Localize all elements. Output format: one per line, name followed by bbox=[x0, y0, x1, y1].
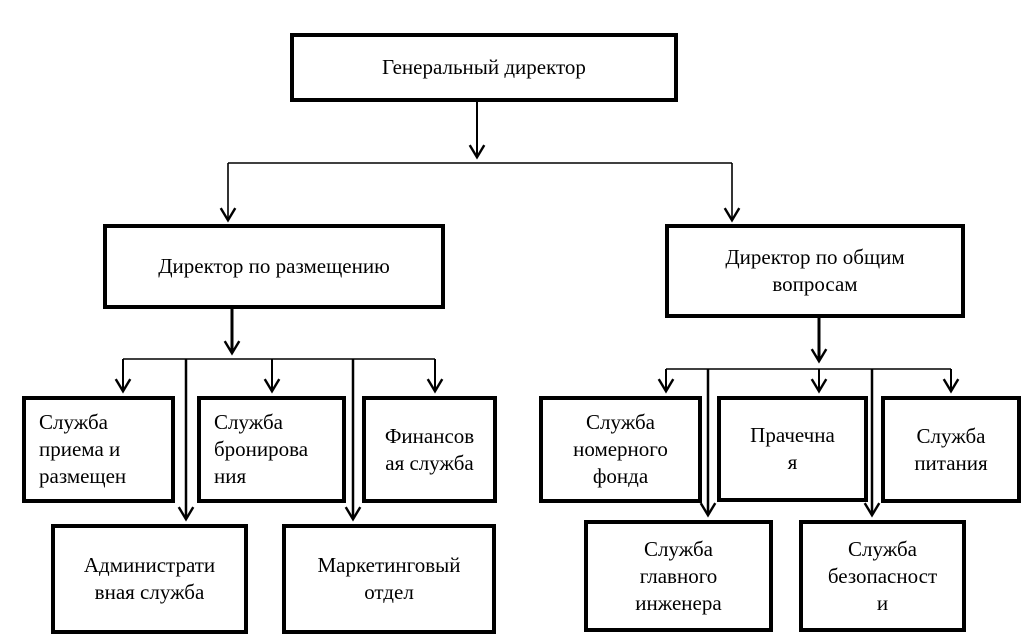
connector-line-group bbox=[114, 102, 960, 522]
org-node-security-service: Служба безопасност и bbox=[799, 520, 966, 632]
org-node-laundry-service: Прачечна я bbox=[717, 396, 868, 502]
org-node-administrative-service: Администрати вная служба bbox=[51, 524, 248, 634]
org-node-chief-engineer-service: Служба главного инженера bbox=[584, 520, 773, 632]
org-node-rooms-service: Служба номерного фонда bbox=[539, 396, 702, 503]
org-node-marketing-department: Маркетинговый отдел bbox=[282, 524, 496, 634]
org-node-finance-service: Финансов ая служба bbox=[362, 396, 497, 503]
org-node-booking-service: Служба бронирова ния bbox=[197, 396, 346, 503]
org-node-general-director: Генеральный директор bbox=[290, 33, 678, 102]
org-node-reception-service: Служба приема и размещен bbox=[22, 396, 175, 503]
org-node-food-service: Служба питания bbox=[881, 396, 1021, 503]
org-node-director-accommodation: Директор по размещению bbox=[103, 224, 445, 309]
org-node-director-general-affairs: Директор по общим вопросам bbox=[665, 224, 965, 318]
